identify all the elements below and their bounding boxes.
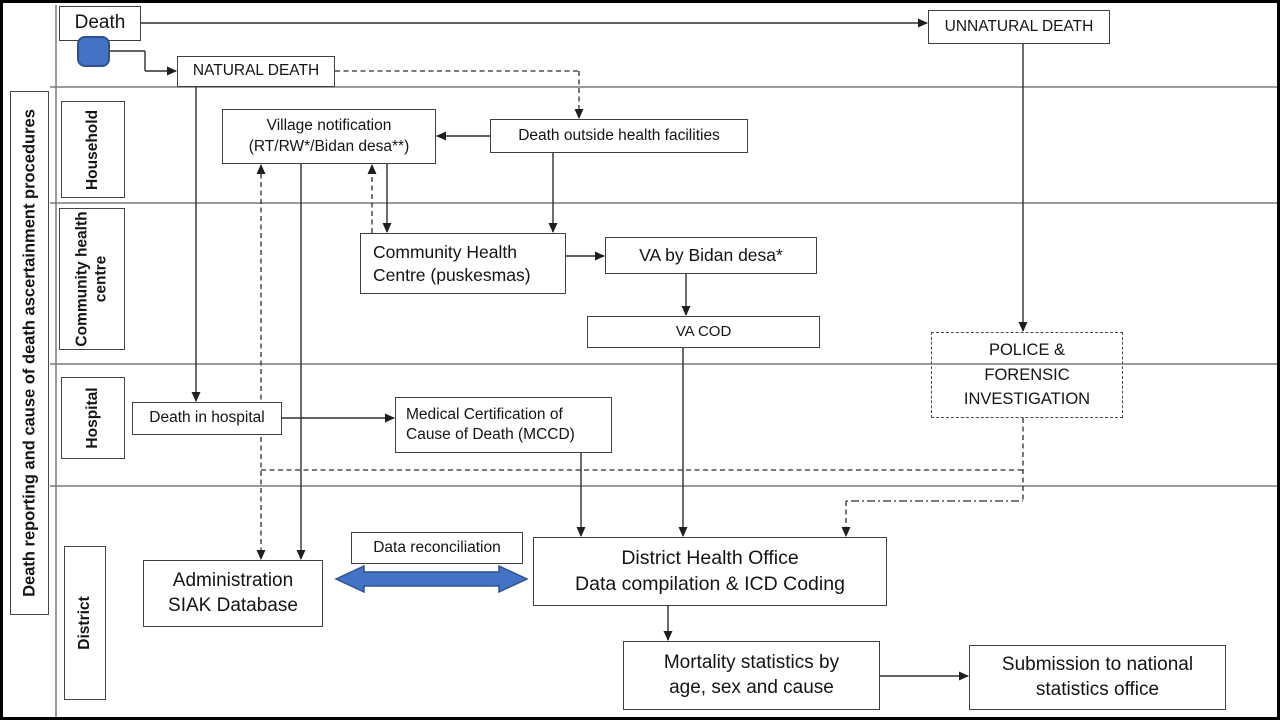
lane-label-district: District — [64, 546, 106, 700]
node-unnatural-death: UNNATURAL DEATH — [928, 10, 1110, 44]
node-mccd: Medical Certification of Cause of Death … — [395, 397, 612, 453]
node-district-health-office: District Health Office Data compilation … — [533, 537, 887, 606]
node-death-outside-health-facilities: Death outside health facilities — [490, 119, 748, 153]
node-data-reconciliation: Data reconciliation — [351, 532, 523, 564]
lane-grid — [50, 5, 1277, 717]
blue-rounded-square-icon — [77, 36, 110, 67]
node-death-in-hospital: Death in hospital — [132, 402, 282, 435]
double-arrow-icon — [334, 564, 529, 594]
node-community-health-centre: Community Health Centre (puskesmas) — [360, 233, 566, 294]
node-mortality-statistics: Mortality statistics by age, sex and cau… — [623, 641, 880, 710]
node-police-forensic-investigation: POLICE & FORENSIC INVESTIGATION — [931, 332, 1123, 418]
lane-label-household: Household — [61, 101, 125, 198]
node-village-notification: Village notification (RT/RW*/Bidan desa*… — [222, 109, 436, 164]
node-death: Death — [59, 6, 141, 41]
node-submission-national-statistics: Submission to national statistics office — [969, 645, 1226, 710]
solid-connectors — [110, 18, 1028, 681]
side-caption-box: Death reporting and cause of death ascer… — [10, 91, 49, 615]
node-administration-siak-database: Administration SIAK Database — [143, 560, 323, 627]
connector-layer — [50, 5, 1277, 717]
dashed-connectors — [256, 70, 1024, 560]
node-natural-death: NATURAL DEATH — [177, 56, 335, 87]
lane-label-community-health-centre: Community health centre — [59, 208, 125, 350]
side-caption: Death reporting and cause of death ascer… — [20, 109, 38, 597]
node-va-by-bidan-desa: VA by Bidan desa* — [605, 237, 817, 274]
lane-label-hospital: Hospital — [61, 377, 125, 459]
node-va-cod: VA COD — [587, 316, 820, 348]
